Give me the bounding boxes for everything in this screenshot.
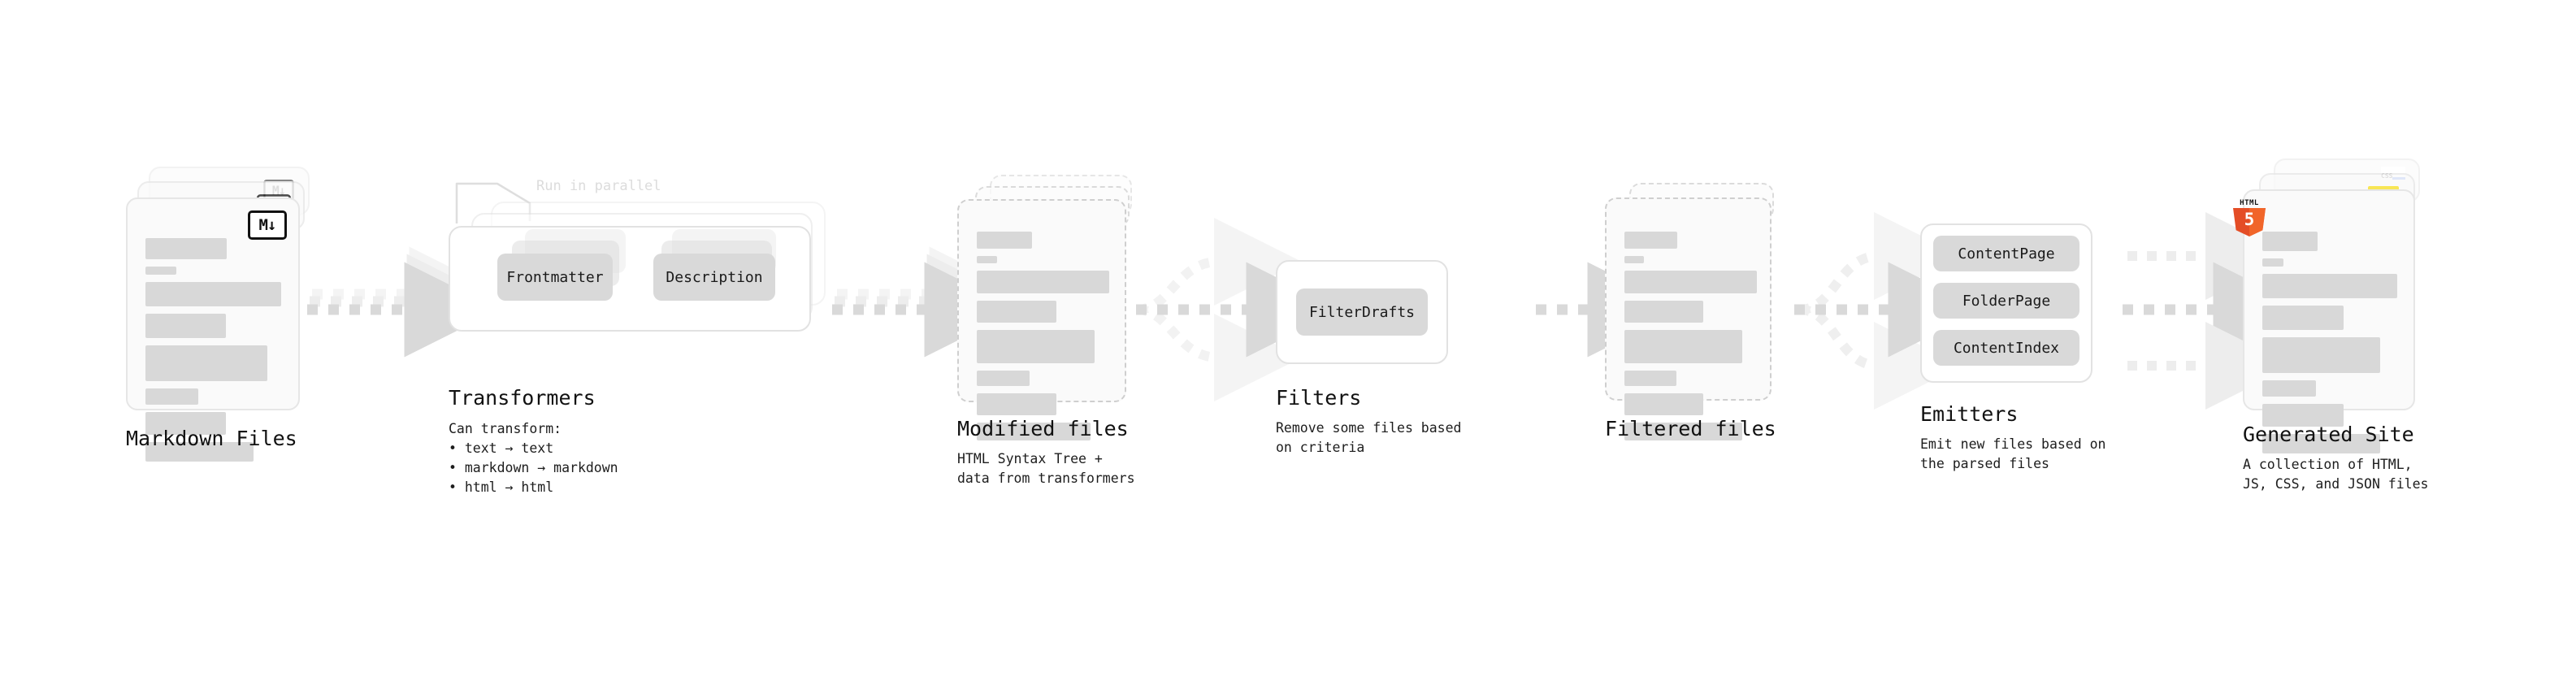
- transformer-chip-description-label: Description: [666, 268, 763, 286]
- markdown-card-front[interactable]: M↓: [126, 197, 300, 462]
- generated-skeleton: [2244, 191, 2413, 453]
- skeleton-bar: [977, 271, 1109, 293]
- skeleton-bar: [2262, 306, 2344, 330]
- skeleton-bar: [2262, 258, 2283, 267]
- stage-markdown-files[interactable]: M↓ M↓ M↓ Markdown Files: [126, 167, 313, 462]
- skeleton-bar: [145, 412, 226, 435]
- skeleton-bar: [2262, 232, 2318, 251]
- skeleton-bar: [2262, 274, 2397, 298]
- skeleton-bar: [145, 314, 226, 338]
- stage-transformers[interactable]: Frontmatter Description Run in parallel …: [449, 178, 839, 495]
- stage-title-filters: Filters: [1276, 386, 1362, 410]
- stage-generated-site[interactable]: CSS HTML: [2233, 158, 2446, 492]
- skeleton-bar: [1624, 232, 1677, 249]
- stage-filtered-files[interactable]: Filtered files: [1605, 183, 1792, 440]
- skeleton-bar: [145, 267, 176, 275]
- skeleton-bar: [977, 423, 1091, 440]
- connector-markdown-to-transformers: [307, 246, 505, 358]
- stage-subtitle-modified-files: HTML Syntax Tree + data from transformer…: [957, 451, 1135, 486]
- stage-title-transformers: Transformers: [449, 386, 596, 410]
- connector-filtered-to-emitters: [1794, 212, 1984, 410]
- skeleton-bar: [977, 256, 997, 263]
- skeleton-bar: [1624, 423, 1742, 440]
- filtered-file-stack: [1605, 183, 1792, 440]
- stage-subtitle-transformers: Can transform: • text → text • markdown …: [449, 421, 618, 495]
- markdown-file-stack: M↓ M↓ M↓: [126, 167, 313, 462]
- skeleton-bar: [1624, 256, 1644, 263]
- transformer-chip-frontmatter-label: Frontmatter: [506, 268, 604, 286]
- markdown-icon: M↓: [248, 210, 287, 240]
- skeleton-bar: [145, 345, 267, 381]
- skeleton-bar: [1624, 330, 1742, 363]
- stage-title-modified-files: Modified files: [957, 417, 1129, 440]
- skeleton-bar: [977, 232, 1032, 249]
- emitters-chip-contentindex-label: ContentIndex: [1953, 339, 2060, 357]
- skeleton-bar: [2262, 404, 2344, 427]
- stage-title-filtered-files: Filtered files: [1605, 417, 1776, 440]
- connector-transformers-to-modified: [832, 246, 1025, 358]
- run-in-parallel-label: Run in parallel: [536, 178, 661, 194]
- stage-modified-files[interactable]: Modified files HTML Syntax Tree + data f…: [957, 175, 1144, 486]
- transformers-stack: Frontmatter Description: [449, 202, 839, 356]
- stage-title-markdown-files: Markdown Files: [126, 427, 297, 450]
- filters-chip-filterdrafts-label: FilterDrafts: [1308, 303, 1416, 321]
- filtered-skeleton: [1607, 199, 1770, 440]
- modified-file-stack: [957, 175, 1144, 440]
- emitters-stack: ContentPage FolderPage ContentIndex: [1920, 223, 2123, 386]
- transformer-chip-frontmatter[interactable]: Frontmatter: [497, 254, 613, 301]
- skeleton-bar: [145, 388, 198, 405]
- skeleton-bar: [2262, 337, 2380, 373]
- filters-chip-filterdrafts[interactable]: FilterDrafts: [1296, 288, 1428, 336]
- stage-title-emitters: Emitters: [1920, 402, 2019, 426]
- transformer-chip-description[interactable]: Description: [653, 254, 775, 301]
- skeleton-bar: [2262, 380, 2316, 397]
- generated-card-front[interactable]: HTML: [2233, 189, 2415, 453]
- filters-stack: FilterDrafts: [1276, 244, 1463, 366]
- skeleton-bar: [145, 238, 227, 259]
- skeleton-bar: [1624, 393, 1703, 415]
- stage-title-generated-site: Generated Site: [2243, 423, 2414, 446]
- emitters-chip-contentpage-label: ContentPage: [1958, 245, 2055, 262]
- skeleton-bar: [977, 393, 1056, 415]
- markdown-skeleton: [128, 199, 298, 462]
- skeleton-bar: [977, 371, 1030, 386]
- modified-card-front[interactable]: [957, 199, 1126, 440]
- emitters-chip-contentindex[interactable]: ContentIndex: [1933, 330, 2079, 366]
- connector-modified-to-filters: [1136, 218, 1342, 401]
- skeleton-bar: [145, 442, 254, 462]
- generated-site-file-stack: CSS HTML: [2233, 158, 2446, 453]
- stage-filters[interactable]: FilterDrafts Filters Remove some files b…: [1276, 244, 1463, 455]
- html5-icon-word: HTML: [2240, 199, 2259, 207]
- stage-subtitle-filters: Remove some files based on criteria: [1276, 420, 1462, 455]
- skeleton-bar: [977, 330, 1095, 363]
- emitters-chip-folderpage[interactable]: FolderPage: [1933, 283, 2079, 319]
- skeleton-bar: [977, 301, 1056, 323]
- skeleton-bar: [1624, 271, 1757, 293]
- stage-emitters[interactable]: ContentPage FolderPage ContentIndex Emit…: [1920, 223, 2123, 471]
- stage-subtitle-generated-site: A collection of HTML, JS, CSS, and JSON …: [2243, 457, 2429, 492]
- skeleton-bar: [1624, 301, 1703, 323]
- html5-icon: HTML: [2233, 199, 2266, 236]
- skeleton-bar: [2262, 434, 2380, 453]
- skeleton-bar: [145, 282, 281, 306]
- connector-emitters-to-site: [2123, 212, 2309, 410]
- emitters-chip-folderpage-label: FolderPage: [1962, 292, 2051, 310]
- emitters-chip-contentpage[interactable]: ContentPage: [1933, 236, 2079, 271]
- stage-subtitle-emitters: Emit new files based on the parsed files: [1920, 436, 2106, 471]
- modified-skeleton: [959, 201, 1125, 440]
- filtered-card-front[interactable]: [1605, 197, 1772, 440]
- skeleton-bar: [1624, 371, 1676, 386]
